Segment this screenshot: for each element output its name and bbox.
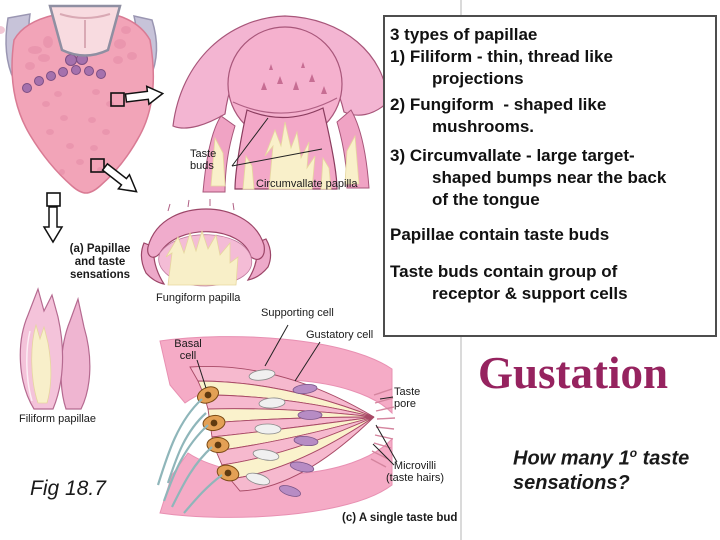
fungiform-papilla-diagram bbox=[140, 199, 272, 287]
info-line: projections bbox=[432, 69, 524, 88]
label-single-taste-bud: (c) A single taste bud bbox=[342, 512, 458, 524]
label-supporting-cell: Supporting cell bbox=[261, 307, 334, 319]
page-title: Gustation bbox=[477, 348, 669, 398]
info-line: mushrooms. bbox=[432, 117, 535, 136]
label-taste-pore: Taste pore bbox=[394, 386, 421, 410]
label-fungiform-papilla: Fungiform papilla bbox=[156, 292, 241, 304]
info-line: receptor & support cells bbox=[432, 284, 628, 303]
question-text: How many 1o taste sensations? bbox=[513, 441, 689, 495]
arrow-to-fungiform bbox=[101, 162, 138, 193]
arrow-to-filiform bbox=[42, 206, 64, 244]
info-line: 3) Circumvallate - large target- bbox=[390, 146, 635, 165]
figure-number: Fig 18.7 bbox=[30, 477, 106, 500]
info-line: Taste buds contain group of bbox=[390, 262, 618, 281]
papillae-info-box: 3 types of papillae 1) Filiform - thin, … bbox=[383, 15, 717, 337]
info-line: 2) Fungiform - shaped like bbox=[390, 95, 607, 114]
info-line: shaped bumps near the back bbox=[432, 168, 667, 187]
label-filiform-papillae: Filiform papillae bbox=[19, 413, 97, 425]
callout-arrows bbox=[42, 85, 165, 244]
label-pointer-lines bbox=[196, 117, 398, 466]
label-basal-cell: Basal cell bbox=[174, 338, 202, 362]
info-line: Papillae contain taste buds bbox=[390, 225, 610, 244]
info-line: 3 types of papillae bbox=[390, 25, 538, 44]
question-line-1: How many 1o taste bbox=[513, 446, 690, 470]
label-panel-a: (a) Papillae and taste sensations bbox=[69, 243, 131, 281]
tongue-illustration bbox=[0, 4, 158, 194]
question-line-2: sensations? bbox=[513, 471, 630, 494]
callout-squares bbox=[46, 92, 125, 207]
info-line: 1) Filiform - thin, thread like bbox=[390, 47, 613, 66]
label-microvilli: Microvilli (taste hairs) bbox=[385, 460, 445, 484]
superscript-o: o bbox=[629, 446, 638, 460]
arrow-to-circumvallate bbox=[124, 85, 165, 106]
label-gustatory-cell: Gustatory cell bbox=[306, 329, 374, 341]
label-circumvallate-papilla: Circumvallate papilla bbox=[256, 178, 358, 190]
info-line: of the tongue bbox=[432, 190, 540, 209]
label-taste-buds: Taste buds bbox=[190, 148, 217, 172]
filiform-papillae-diagram bbox=[19, 287, 91, 410]
taste-bud-diagram bbox=[156, 336, 396, 518]
